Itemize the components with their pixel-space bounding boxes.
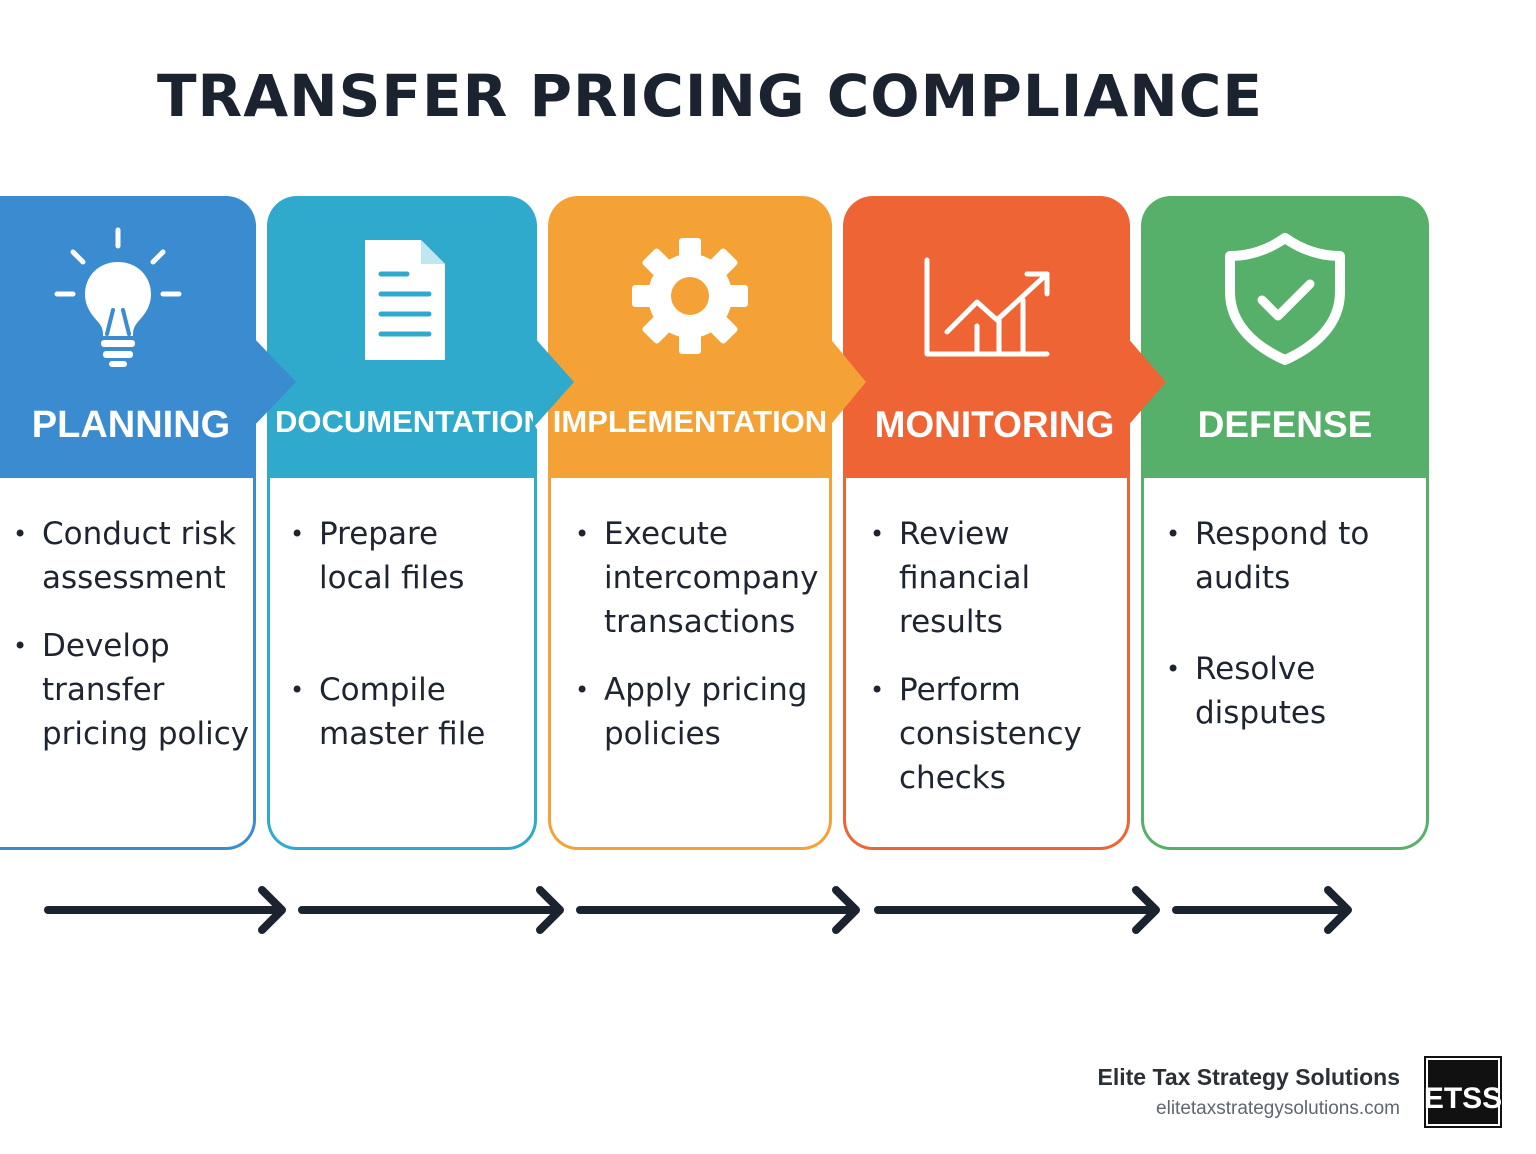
list-item: Review financial results [870,512,1069,644]
list-item: Develop transfer pricing policy [13,624,254,756]
stage-header: MONITORING [843,196,1130,478]
stage-body: Review financial results Perform consist… [843,478,1130,850]
company-name: Elite Tax Strategy Solutions [1097,1064,1400,1090]
shield-check-icon [1141,222,1429,372]
stage-body: Respond to audits Resolve disputes [1141,478,1429,850]
stage-title: DOCUMENTATION [275,404,546,439]
list-item: Perform consistency checks [870,668,1119,800]
stage-header: DOCUMENTATION [267,196,546,478]
stage-header: IMPLEMENTATION [548,196,832,478]
stage-defense: DEFENSE Respond to audits Resolve disput… [1141,196,1429,850]
stage-body: Prepare local files Compile master file [267,478,537,850]
stage-body: Conduct risk assessment Develop transfer… [0,478,256,850]
page-title: TRANSFER PRICING COMPLIANCE [156,62,1263,130]
gear-icon [548,222,832,372]
stage-body: Execute intercompany transactions Apply … [548,478,832,850]
list-item: Resolve disputes [1166,647,1375,735]
arrow-right-icon [44,886,286,934]
list-item: Respond to audits [1166,512,1395,600]
list-item: Apply pricing policies [575,668,824,756]
stage-title: PLANNING [31,404,231,446]
lightbulb-icon [0,222,256,372]
company-logo: ETSS [1424,1056,1502,1128]
stage-title: DEFENSE [1197,404,1373,445]
stage-header: PLANNING [0,196,256,478]
arrow-right-icon [874,886,1160,934]
stage-planning: PLANNING Conduct risk assessment Develop… [0,196,256,850]
arrow-right-icon [298,886,564,934]
arrow-right-icon [576,886,860,934]
svg-text:ETSS: ETSS [1424,1082,1502,1115]
list-item: Execute intercompany transactions [575,512,844,644]
arrow-right-icon [1172,886,1352,934]
stage-implementation: IMPLEMENTATION Execute intercompany tran… [548,196,832,850]
list-item: Compile master file [290,668,499,756]
document-icon [267,222,537,372]
stage-documentation: DOCUMENTATION Prepare local files Compil… [267,196,546,850]
stage-header: DEFENSE [1141,196,1429,478]
stage-monitoring: MONITORING Review financial results Perf… [843,196,1130,850]
chevron-connector [252,336,1166,428]
company-url: elitetaxstrategysolutions.com [1156,1098,1400,1119]
flow-arrows [44,886,1352,934]
list-item: Prepare local files [290,512,499,600]
stage-title: IMPLEMENTATION [552,404,828,439]
stage-title: MONITORING [874,404,1115,445]
list-item: Conduct risk assessment [13,512,252,600]
chart-trend-icon [843,222,1130,372]
